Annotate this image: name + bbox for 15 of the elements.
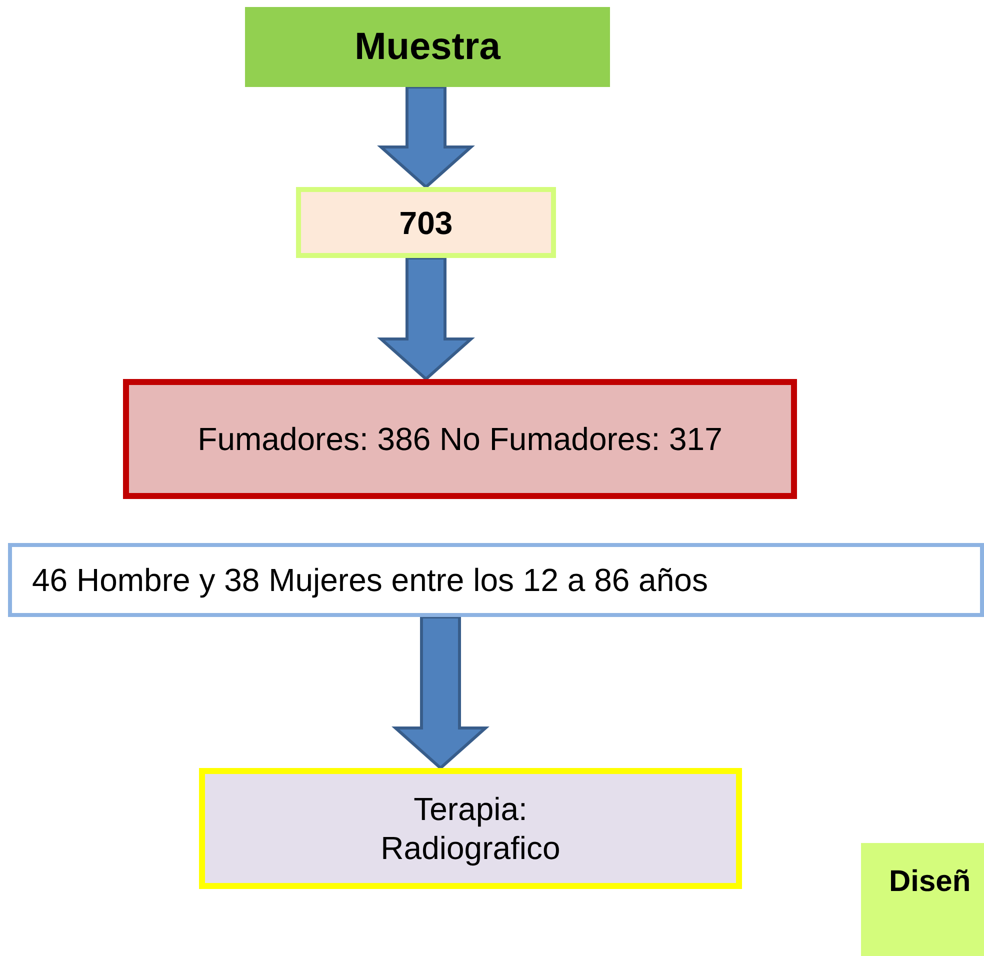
box-text: Diseñ xyxy=(889,864,971,900)
block-arrow xyxy=(392,616,490,770)
box-text: 46 Hombre y 38 Mujeres entre los 12 a 86 años xyxy=(32,561,708,600)
process-box xyxy=(123,379,797,499)
block-arrow xyxy=(377,256,475,381)
box-text: Muestra xyxy=(354,24,500,70)
box-text: Fumadores: 386 No Fumadores: 317 xyxy=(198,420,722,458)
process-box xyxy=(199,768,742,889)
process-box xyxy=(861,843,984,956)
box-text: 703 xyxy=(399,204,453,242)
process-box xyxy=(296,187,556,258)
block-arrow xyxy=(377,86,475,189)
box-text: Terapia: Radiografico xyxy=(380,790,562,867)
process-box xyxy=(8,543,984,617)
title-box xyxy=(245,7,610,87)
